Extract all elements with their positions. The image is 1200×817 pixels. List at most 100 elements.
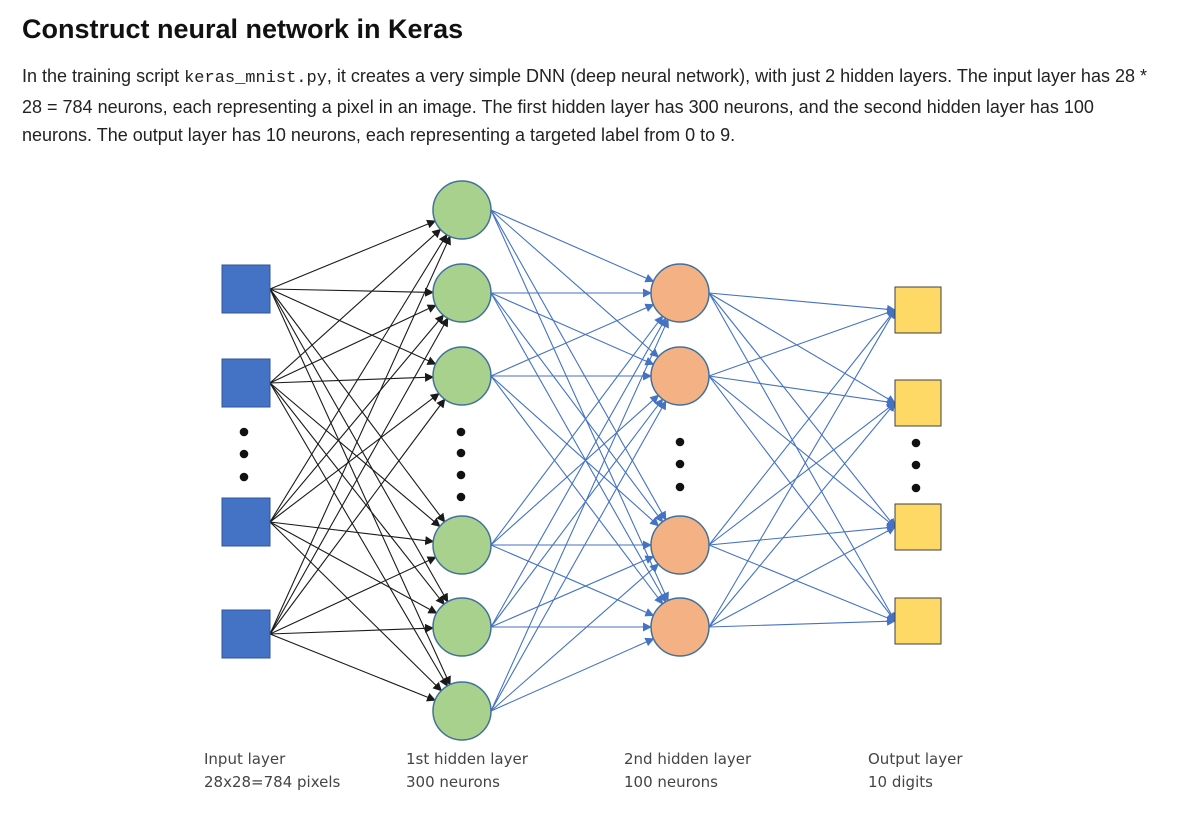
- input-to-hidden1-edge: [269, 398, 446, 635]
- hidden2-neuron: [650, 515, 710, 575]
- script-filename: keras_mnist.py: [184, 69, 327, 88]
- output-neuron: [894, 379, 942, 427]
- input-to-hidden1-edge: [269, 382, 445, 605]
- output-neuron: [894, 286, 942, 334]
- hidden2-ellipsis-dot: [675, 459, 685, 469]
- input-to-hidden1-edge: [269, 288, 437, 365]
- input-to-hidden1-edge: [269, 633, 437, 702]
- intro-paragraph: In the training script keras_mnist.py, i…: [22, 62, 1162, 149]
- hidden1-to-hidden2-edge: [490, 209, 659, 358]
- input-ellipsis-dot: [239, 427, 249, 437]
- input-to-hidden1-edge: [269, 382, 448, 687]
- ellipsis-dots: [239, 427, 921, 502]
- hidden2-to-output-edge: [708, 375, 896, 528]
- input-to-hidden1-edge: [269, 288, 451, 686]
- input-ellipsis-dot: [239, 449, 249, 459]
- hidden2-to-output-edge: [708, 309, 896, 628]
- hidden1-neuron: [432, 263, 492, 323]
- hidden1-to-hidden2-edge: [490, 292, 655, 366]
- hidden2-layer-label: 2nd hidden layer: [624, 750, 752, 768]
- hidden2-to-output-edge: [708, 292, 896, 404]
- hidden2-to-output-edge: [708, 292, 896, 622]
- hidden2-to-output-edge: [708, 375, 896, 407]
- hidden2-to-output-edge: [708, 544, 896, 623]
- input-to-hidden1-edge: [269, 556, 437, 635]
- caption-hidden2-layer: 2nd hidden layer 100 neurons: [624, 748, 751, 794]
- neurons: [221, 180, 942, 741]
- hidden1-to-hidden2-edge: [490, 563, 659, 712]
- page-title: Construct neural network in Keras: [22, 14, 464, 44]
- hidden1-ellipsis-dot: [456, 448, 466, 458]
- caption-hidden1-layer: 1st hidden layer 300 neurons: [406, 748, 528, 794]
- input-layer-size: 28x28=784 pixels: [204, 773, 341, 791]
- hidden2-to-output-edge: [708, 308, 896, 377]
- output-layer-label: Output layer: [868, 750, 963, 768]
- hidden1-layer-label: 1st hidden layer: [406, 750, 528, 768]
- input-neuron: [221, 264, 271, 314]
- input-to-hidden1-edge: [269, 521, 443, 692]
- hidden1-layer-size: 300 neurons: [406, 773, 500, 791]
- caption-output-layer: Output layer 10 digits: [868, 748, 963, 794]
- hidden1-neuron: [432, 597, 492, 657]
- hidden1-to-hidden2-edge: [490, 303, 655, 377]
- hidden2-to-output-edge: [708, 523, 896, 546]
- hidden1-neuron: [432, 346, 492, 406]
- hidden1-to-hidden2-edge: [490, 318, 669, 712]
- hidden2-to-output-edge: [708, 526, 896, 628]
- output-ellipsis-dot: [911, 460, 921, 470]
- input-to-hidden1-edge: [269, 288, 446, 523]
- hidden1-neuron: [432, 180, 492, 240]
- hidden2-to-output-edge: [708, 402, 896, 628]
- input-neuron: [221, 497, 271, 547]
- hidden1-to-hidden2-edge: [490, 637, 655, 712]
- hidden1-neuron: [432, 515, 492, 575]
- hidden1-to-hidden2-edge: [490, 209, 667, 521]
- hidden2-neuron: [650, 346, 710, 406]
- intro-text-start: In the training script: [22, 66, 185, 86]
- hidden1-to-hidden2-edge: [490, 375, 660, 527]
- hidden1-to-hidden2-edge: [490, 315, 664, 546]
- input-neuron: [221, 609, 271, 659]
- hidden2-to-output-edge: [708, 616, 896, 628]
- input-to-hidden1-edge: [269, 235, 451, 635]
- input-to-hidden1-edge: [269, 317, 449, 635]
- input-to-hidden1-edge: [269, 382, 441, 527]
- hidden2-to-output-edge: [708, 402, 896, 546]
- hidden1-to-hidden2-edge: [490, 398, 664, 628]
- hidden2-ellipsis-dot: [675, 482, 685, 492]
- hidden1-to-hidden2-edge: [490, 317, 667, 628]
- hidden2-ellipsis-dot: [675, 437, 685, 447]
- hidden1-to-hidden2-edge: [490, 292, 664, 523]
- input-to-hidden1-edge: [269, 372, 435, 384]
- output-neuron: [894, 597, 942, 645]
- intro-text-rest: , it creates a very simple DNN (deep neu…: [22, 66, 1147, 145]
- hidden1-to-hidden2-edge: [490, 394, 660, 546]
- hidden1-to-hidden2-edge: [490, 209, 669, 602]
- input-to-hidden1-edge: [269, 392, 440, 523]
- output-layer-size: 10 digits: [868, 773, 933, 791]
- input-to-hidden1-edge: [269, 521, 435, 546]
- input-layer-label: Input layer: [204, 750, 286, 768]
- input-to-hidden1-edge: [269, 219, 437, 290]
- output-ellipsis-dot: [911, 483, 921, 493]
- input-to-hidden1-edge: [269, 228, 442, 384]
- hidden2-to-output-edge: [708, 309, 896, 546]
- connections: [269, 209, 896, 712]
- input-to-hidden1-edge: [269, 287, 435, 297]
- hidden2-to-output-edge: [708, 292, 896, 314]
- hidden1-neuron: [432, 681, 492, 741]
- hidden1-ellipsis-dot: [456, 427, 466, 437]
- caption-input-layer: Input layer 28x28=784 pixels: [204, 748, 340, 794]
- hidden1-ellipsis-dot: [456, 492, 466, 502]
- input-to-hidden1-edge: [269, 314, 445, 523]
- hidden2-to-output-edge: [708, 292, 896, 528]
- input-to-hidden1-edge: [269, 288, 449, 603]
- output-ellipsis-dot: [911, 438, 921, 448]
- hidden1-to-hidden2-edge: [490, 555, 655, 628]
- input-to-hidden1-edge: [269, 304, 437, 384]
- input-neuron: [221, 358, 271, 408]
- hidden1-ellipsis-dot: [456, 470, 466, 480]
- input-to-hidden1-edge: [269, 623, 435, 635]
- hidden1-to-hidden2-edge: [490, 375, 664, 605]
